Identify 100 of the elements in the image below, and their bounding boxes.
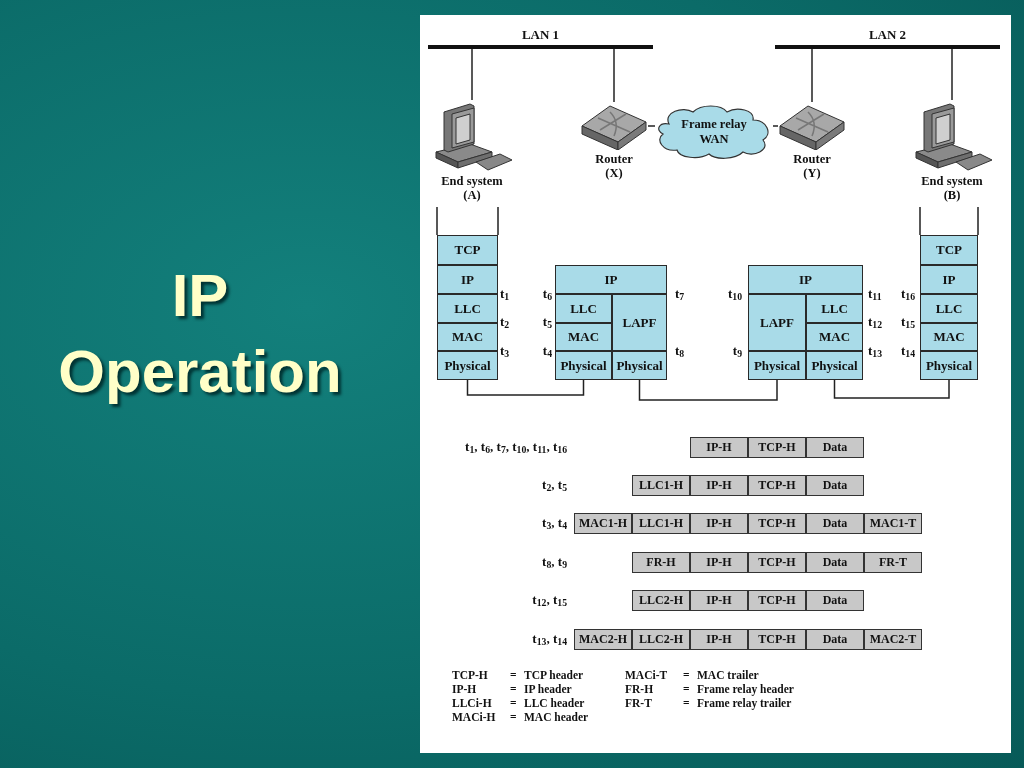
cable-line bbox=[638, 379, 778, 401]
interface-point-label: t$_{7}$ bbox=[675, 287, 685, 301]
abbreviation-text: MACi-T bbox=[625, 668, 668, 682]
header-field: IP-H bbox=[690, 629, 748, 650]
header-field: MAC1-T bbox=[864, 513, 922, 534]
equals-sign: = bbox=[510, 710, 517, 724]
header-field: Data bbox=[806, 590, 864, 611]
protocol-layer: Physical bbox=[920, 351, 978, 380]
header-field: TCP-H bbox=[748, 629, 806, 650]
row-label: t$_{3}$, t$_{4}$ bbox=[542, 516, 567, 530]
protocol-layer: LAPF bbox=[612, 294, 667, 351]
connector-line bbox=[951, 48, 953, 101]
interface-point-label: t$_{9}$ bbox=[732, 344, 742, 358]
header-field: TCP-H bbox=[748, 437, 806, 458]
header-field: Data bbox=[806, 552, 864, 573]
abbreviation-text: FR-H bbox=[625, 682, 654, 696]
network-label: LAN 1 bbox=[520, 28, 561, 42]
equals-sign: = bbox=[683, 668, 690, 682]
header-field: LLC1-H bbox=[632, 475, 690, 496]
protocol-layer: MAC bbox=[555, 323, 612, 351]
interface-point-label: t$_{6}$ bbox=[542, 287, 552, 301]
connector-line bbox=[772, 125, 779, 127]
row-label: t$_{1}$, t$_{6}$, t$_{7}$, t$_{10}$, t$_{11}$, t$_{16}$ bbox=[465, 440, 567, 454]
row-label: t$_{8}$, t$_{9}$ bbox=[542, 555, 567, 569]
interface-point-label: t$_{13}$ bbox=[868, 344, 883, 358]
header-field: TCP-H bbox=[748, 513, 806, 534]
header-field: IP-H bbox=[690, 475, 748, 496]
interface-point-label: t$_{5}$ bbox=[542, 315, 552, 329]
header-field: TCP-H bbox=[748, 552, 806, 573]
device-label: End system (A) bbox=[440, 174, 504, 202]
definition-text: Frame relay trailer bbox=[697, 696, 792, 710]
equals-sign: = bbox=[510, 696, 517, 710]
protocol-layer: Physical bbox=[806, 351, 863, 380]
header-field: MAC1-H bbox=[574, 513, 632, 534]
header-field: IP-H bbox=[690, 437, 748, 458]
device-label: Router (X) bbox=[594, 152, 634, 180]
connector-line bbox=[471, 48, 473, 101]
abbreviation-text: MACi-H bbox=[452, 710, 496, 724]
protocol-layer: TCP bbox=[920, 235, 978, 265]
header-field: LLC1-H bbox=[632, 513, 690, 534]
protocol-layer: MAC bbox=[437, 323, 498, 351]
header-field: MAC2-H bbox=[574, 629, 632, 650]
interface-point-label: t$_{14}$ bbox=[900, 344, 915, 358]
interface-point-label: t$_{16}$ bbox=[900, 287, 915, 301]
protocol-layer: Physical bbox=[437, 351, 498, 380]
header-field: Data bbox=[806, 437, 864, 458]
connector-line bbox=[613, 48, 615, 103]
protocol-layer: LLC bbox=[806, 294, 863, 323]
definition-text: IP header bbox=[524, 682, 572, 696]
definition-text: Frame relay header bbox=[697, 682, 794, 696]
network-label: Frame relay WAN bbox=[680, 117, 748, 147]
row-label: t$_{13}$, t$_{14}$ bbox=[532, 632, 567, 646]
interface-point-label: t$_{4}$ bbox=[542, 344, 552, 358]
equals-sign: = bbox=[510, 682, 517, 696]
interface-point-label: t$_{12}$ bbox=[868, 315, 883, 329]
cable-line bbox=[833, 379, 950, 399]
definition-text: MAC header bbox=[524, 710, 589, 724]
interface-point-label: t$_{15}$ bbox=[900, 315, 915, 329]
protocol-layer: MAC bbox=[806, 323, 863, 351]
header-field: IP-H bbox=[690, 590, 748, 611]
protocol-layer: IP bbox=[920, 265, 978, 294]
header-field: FR-H bbox=[632, 552, 690, 573]
abbreviation-text: TCP-H bbox=[452, 668, 488, 682]
device-label: Router (Y) bbox=[792, 152, 832, 180]
connector-line bbox=[647, 125, 656, 127]
header-field: TCP-H bbox=[748, 475, 806, 496]
equals-sign: = bbox=[683, 682, 690, 696]
cable-line bbox=[466, 379, 585, 396]
protocol-layer: LLC bbox=[555, 294, 612, 323]
header-field: IP-H bbox=[690, 513, 748, 534]
equals-sign: = bbox=[510, 668, 517, 682]
header-field: Data bbox=[806, 475, 864, 496]
interface-point-label: t$_{11}$ bbox=[868, 287, 882, 301]
slide-title: IP Operation bbox=[57, 261, 343, 407]
protocol-layer: IP bbox=[555, 265, 667, 294]
row-label: t$_{2}$, t$_{5}$ bbox=[542, 478, 567, 492]
device-label: End system (B) bbox=[920, 174, 984, 202]
protocol-layer: LLC bbox=[437, 294, 498, 323]
network-label: LAN 2 bbox=[867, 28, 908, 42]
protocol-layer: LAPF bbox=[748, 294, 806, 351]
header-field: Data bbox=[806, 513, 864, 534]
abbreviation-text: IP-H bbox=[452, 682, 477, 696]
header-field: LLC2-H bbox=[632, 629, 690, 650]
equals-sign: = bbox=[683, 696, 690, 710]
row-label: t$_{12}$, t$_{15}$ bbox=[532, 593, 567, 607]
protocol-layer: Physical bbox=[748, 351, 806, 380]
header-field: TCP-H bbox=[748, 590, 806, 611]
interface-point-label: t$_{8}$ bbox=[675, 344, 685, 358]
protocol-layer: IP bbox=[437, 265, 498, 294]
abbreviation-text: FR-T bbox=[625, 696, 652, 710]
interface-point-label: t$_{2}$ bbox=[500, 315, 510, 329]
header-field: IP-H bbox=[690, 552, 748, 573]
definition-text: MAC trailer bbox=[697, 668, 759, 682]
interface-point-label: t$_{1}$ bbox=[500, 287, 510, 301]
header-field: Data bbox=[806, 629, 864, 650]
protocol-layer: IP bbox=[748, 265, 863, 294]
interface-point-label: t$_{3}$ bbox=[500, 344, 510, 358]
protocol-layer: Physical bbox=[555, 351, 612, 380]
header-field: MAC2-T bbox=[864, 629, 922, 650]
abbreviation-text: LLCi-H bbox=[452, 696, 492, 710]
